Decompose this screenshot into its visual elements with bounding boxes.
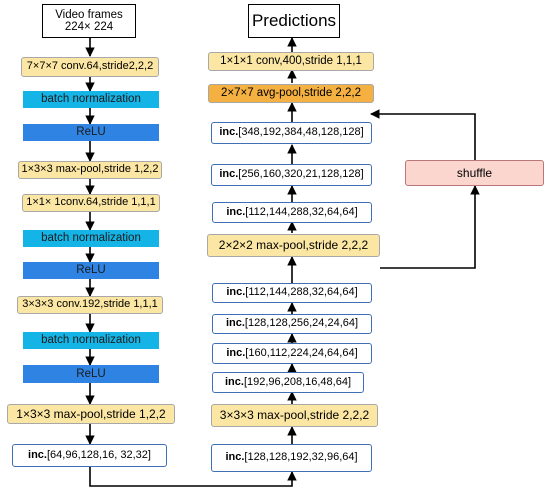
maxpool-1-box: 1×3×3 max-pool,stride 1,2,2 [18, 161, 162, 179]
inception-prefix: inc. [226, 205, 246, 218]
inception-params: [348,192,384,48,128,128] [238, 126, 364, 139]
inception-7-box: inc.[112,144,288,32,64,64] [212, 202, 372, 223]
inception-params: [192,96,208,16,48,64] [243, 375, 351, 388]
video-frames-box: Video frames 224× 224 [42, 4, 136, 38]
maxpool-4-box: 2×2×2 max-pool,stride 2,2,2 [207, 234, 380, 257]
inception-prefix: inc. [226, 346, 246, 359]
inception-params: [128,128,256,24,24,64] [244, 317, 359, 330]
relu-3: ReLU [23, 365, 159, 383]
relu-1: ReLU [23, 124, 159, 141]
inception-params: [160,112,224,24,64,64] [245, 346, 358, 359]
arrow [89, 467, 297, 487]
inception-9-box: inc.[348,192,384,48,128,128] [211, 122, 372, 144]
inception-6-box: inc.[112,144,288,32,64,64] [212, 283, 372, 303]
inception-prefix: inc. [225, 451, 245, 464]
inception-prefix: inc. [28, 448, 47, 461]
inception-params: [112,144,288,32,64,64] [245, 286, 358, 299]
inception-params: [112,144,288,32,64,64] [245, 205, 358, 218]
inception-prefix: inc. [225, 317, 245, 330]
batch-norm-2: batch normalization [23, 230, 159, 247]
inception-params: [128,128,192,32,96,64] [244, 451, 358, 464]
maxpool-3-box: 3×3×3 max-pool,stride 2,2,2 [211, 404, 378, 427]
shuffle-box: shuffle [405, 160, 544, 186]
conv-out-box: 1×1×1 conv,400,stride 1,1,1 [208, 52, 374, 71]
inception-params: [64,96,128,16, 32,32] [46, 448, 151, 461]
inception-prefix: inc. [225, 375, 244, 388]
video-frames-label: Video frames [55, 8, 123, 21]
conv3-box: 3×3×3 conv.192,stride 1,1,1 [17, 296, 163, 314]
arrow [380, 185, 480, 269]
batch-norm-1: batch normalization [23, 91, 159, 108]
inception-5-box: inc.[128,128,256,24,24,64] [212, 314, 372, 334]
inception-8-box: inc.[256,160,320,21,128,128] [211, 164, 372, 186]
avgpool-box: 2×7×7 avg-pool,stride 2,2,2 [208, 84, 374, 103]
inception-params: [256,160,320,21,128,128] [238, 168, 364, 181]
maxpool-2-box: 1×3×3 max-pool,stride 1,2,2 [7, 404, 175, 424]
inception-prefix: inc. [219, 168, 239, 181]
predictions-box: Predictions [248, 4, 340, 38]
conv1-box: 7×7×7 conv.64,stride2,2,2 [21, 57, 159, 77]
relu-2: ReLU [23, 262, 159, 279]
batch-norm-3: batch normalization [23, 332, 159, 349]
inception-3-box: inc.[192,96,208,16,48,64] [212, 372, 364, 393]
inception-prefix: inc. [219, 126, 239, 139]
inception-2-box: inc.[128,128,192,32,96,64] [211, 444, 372, 472]
conv2-box: 1×1× 1conv.64,stride 1,1,1 [22, 194, 160, 212]
video-size-label: 224× 224 [64, 21, 114, 33]
inception-4-box: inc.[160,112,224,24,64,64] [212, 343, 372, 364]
arrows [85, 37, 480, 487]
arrow [370, 109, 476, 160]
inception-prefix: inc. [226, 286, 246, 299]
inception-1-box: inc.[64,96,128,16, 32,32] [12, 444, 167, 467]
